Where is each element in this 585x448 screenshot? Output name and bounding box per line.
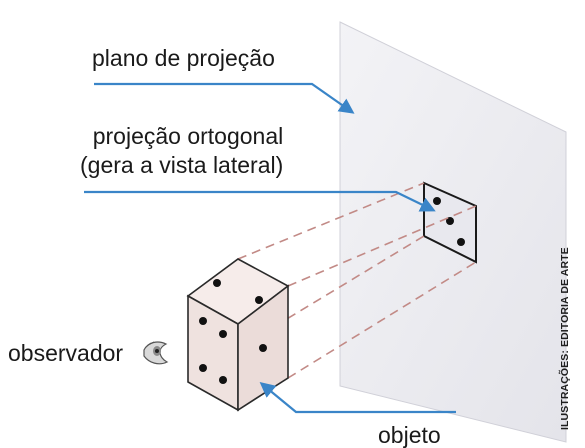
projection-pip bbox=[433, 197, 441, 205]
projection-lines bbox=[237, 182, 477, 379]
die-pip bbox=[259, 344, 267, 352]
eye-icon bbox=[143, 341, 169, 365]
plane-leader-line bbox=[94, 82, 355, 114]
projection-label-line2: (gera a vista lateral) bbox=[80, 151, 284, 178]
projection-label: projeção ortogonal (gera a vista lateral… bbox=[80, 122, 283, 180]
object-label: objeto bbox=[378, 422, 441, 448]
die-pip bbox=[219, 330, 227, 338]
projection-leader-line bbox=[84, 190, 436, 212]
die-pip bbox=[199, 317, 207, 325]
object-leader-line bbox=[259, 382, 456, 414]
die-pip bbox=[219, 376, 227, 384]
die-pip bbox=[199, 364, 207, 372]
credit-text: ILUSTRAÇÕES: EDITORIA DE ARTE bbox=[559, 247, 571, 430]
die-pip bbox=[255, 296, 263, 304]
projection-pip bbox=[446, 217, 454, 225]
die-cube bbox=[186, 258, 290, 412]
projection-pip bbox=[457, 238, 465, 246]
die-pip bbox=[213, 279, 221, 287]
projection-label-line1: projeção ortogonal bbox=[92, 123, 284, 149]
plane-label: plano de projeção bbox=[92, 45, 275, 71]
observer-label: observador bbox=[8, 340, 124, 366]
